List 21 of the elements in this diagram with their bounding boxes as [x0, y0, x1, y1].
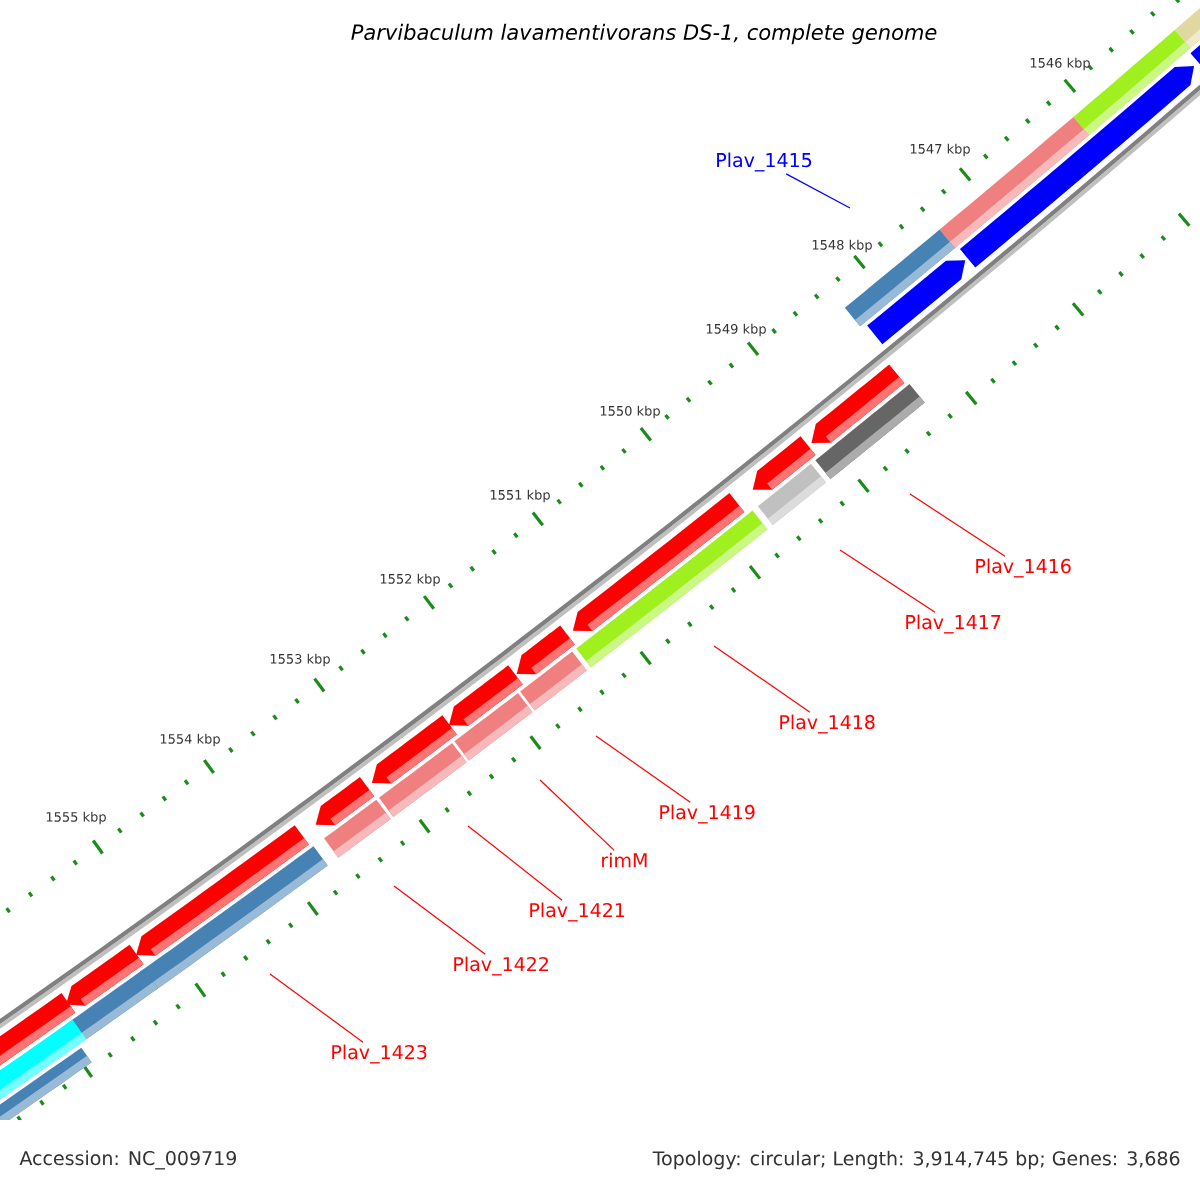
leader-line — [467, 825, 563, 901]
gene-label: Plav_1417 — [906, 614, 1001, 634]
gene-label: Plav_1419 — [660, 804, 755, 824]
gene-label: Plav_1421 — [530, 902, 625, 922]
footer-text: Topology: circular; Length: 3,914,745 bp; Genes: 3,686 — [652, 1150, 1180, 1170]
gene-label: Plav_1415 — [717, 152, 812, 172]
leader-line — [393, 885, 486, 955]
leader-line — [839, 549, 936, 613]
gene-label: rimM — [602, 852, 647, 868]
gene-label: Plav_1416 — [976, 558, 1071, 578]
leader-line — [269, 973, 364, 1043]
leader-line — [909, 493, 1006, 557]
title: Parvibaculum lavamentivorans DS-1, complete genome — [351, 23, 937, 45]
gene-label: Plav_1418 — [780, 714, 875, 734]
leader-line — [713, 645, 811, 713]
gene-label: Plav_1422 — [454, 956, 548, 976]
footer-text: Accession: NC_009719 — [19, 1150, 236, 1170]
leader-line — [595, 735, 691, 803]
leader-line — [785, 173, 851, 209]
gene-label: Plav_1423 — [332, 1044, 427, 1064]
leader-line — [539, 779, 615, 851]
